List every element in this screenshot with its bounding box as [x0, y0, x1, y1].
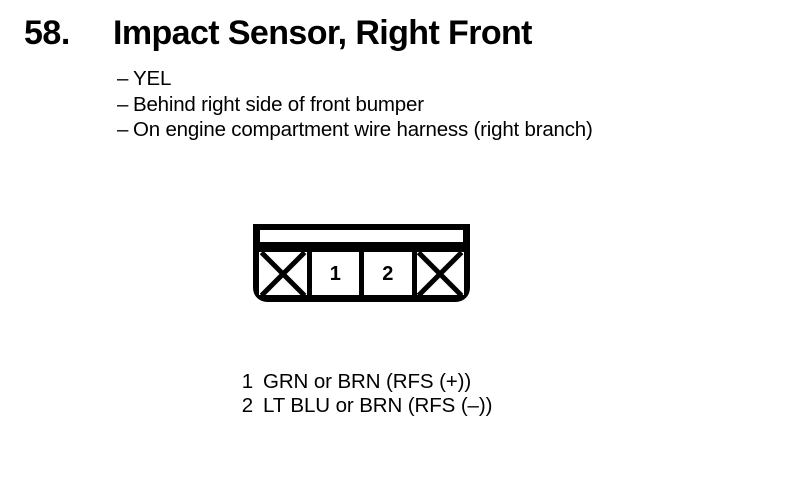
- detail-list: – YEL – Behind right side of front bumpe…: [117, 66, 593, 143]
- connector-cavity-blank-right: [416, 252, 464, 295]
- connector-cavity-2: 2: [364, 252, 412, 295]
- list-item-label: Behind right side of front bumper: [133, 92, 424, 116]
- connector-cavity-row: 1 2: [253, 247, 470, 302]
- connector-cavity-blank-left: [259, 252, 307, 295]
- list-item: – Behind right side of front bumper: [117, 92, 593, 118]
- list-item-label: YEL: [133, 67, 172, 90]
- cavity-label: 2: [382, 262, 394, 285]
- list-item: – On engine compartment wire harness (ri…: [117, 117, 593, 143]
- title-text: Impact Sensor, Right Front: [113, 14, 532, 52]
- item-number: 58.: [24, 14, 70, 52]
- list-item-label: On engine compartment wire harness (righ…: [133, 118, 593, 141]
- legend-row: 2 LT BLU or BRN (RFS (–)): [237, 394, 493, 418]
- dash-icon: –: [117, 118, 129, 141]
- list-item: – YEL: [117, 66, 593, 92]
- legend-pin-description: LT BLU or BRN (RFS (–)): [263, 394, 493, 417]
- legend-pin-number: 1: [241, 370, 253, 393]
- connector-diagram: 1 2: [253, 224, 470, 302]
- cavity-label: 1: [329, 262, 341, 285]
- connector-top-bar-inner: [260, 230, 463, 242]
- page-title: 58. Impact Sensor, Right Front: [24, 14, 532, 53]
- dash-icon: –: [117, 92, 129, 116]
- connector-cavity-1: 1: [311, 252, 359, 295]
- legend-pin-number: 2: [241, 394, 253, 417]
- connector-top-bar: [253, 224, 470, 248]
- pin-legend: 1 GRN or BRN (RFS (+)) 2 LT BLU or BRN (…: [237, 370, 493, 418]
- legend-row: 1 GRN or BRN (RFS (+)): [237, 370, 492, 394]
- legend-pin-description: GRN or BRN (RFS (+)): [263, 370, 472, 393]
- dash-icon: –: [117, 67, 129, 90]
